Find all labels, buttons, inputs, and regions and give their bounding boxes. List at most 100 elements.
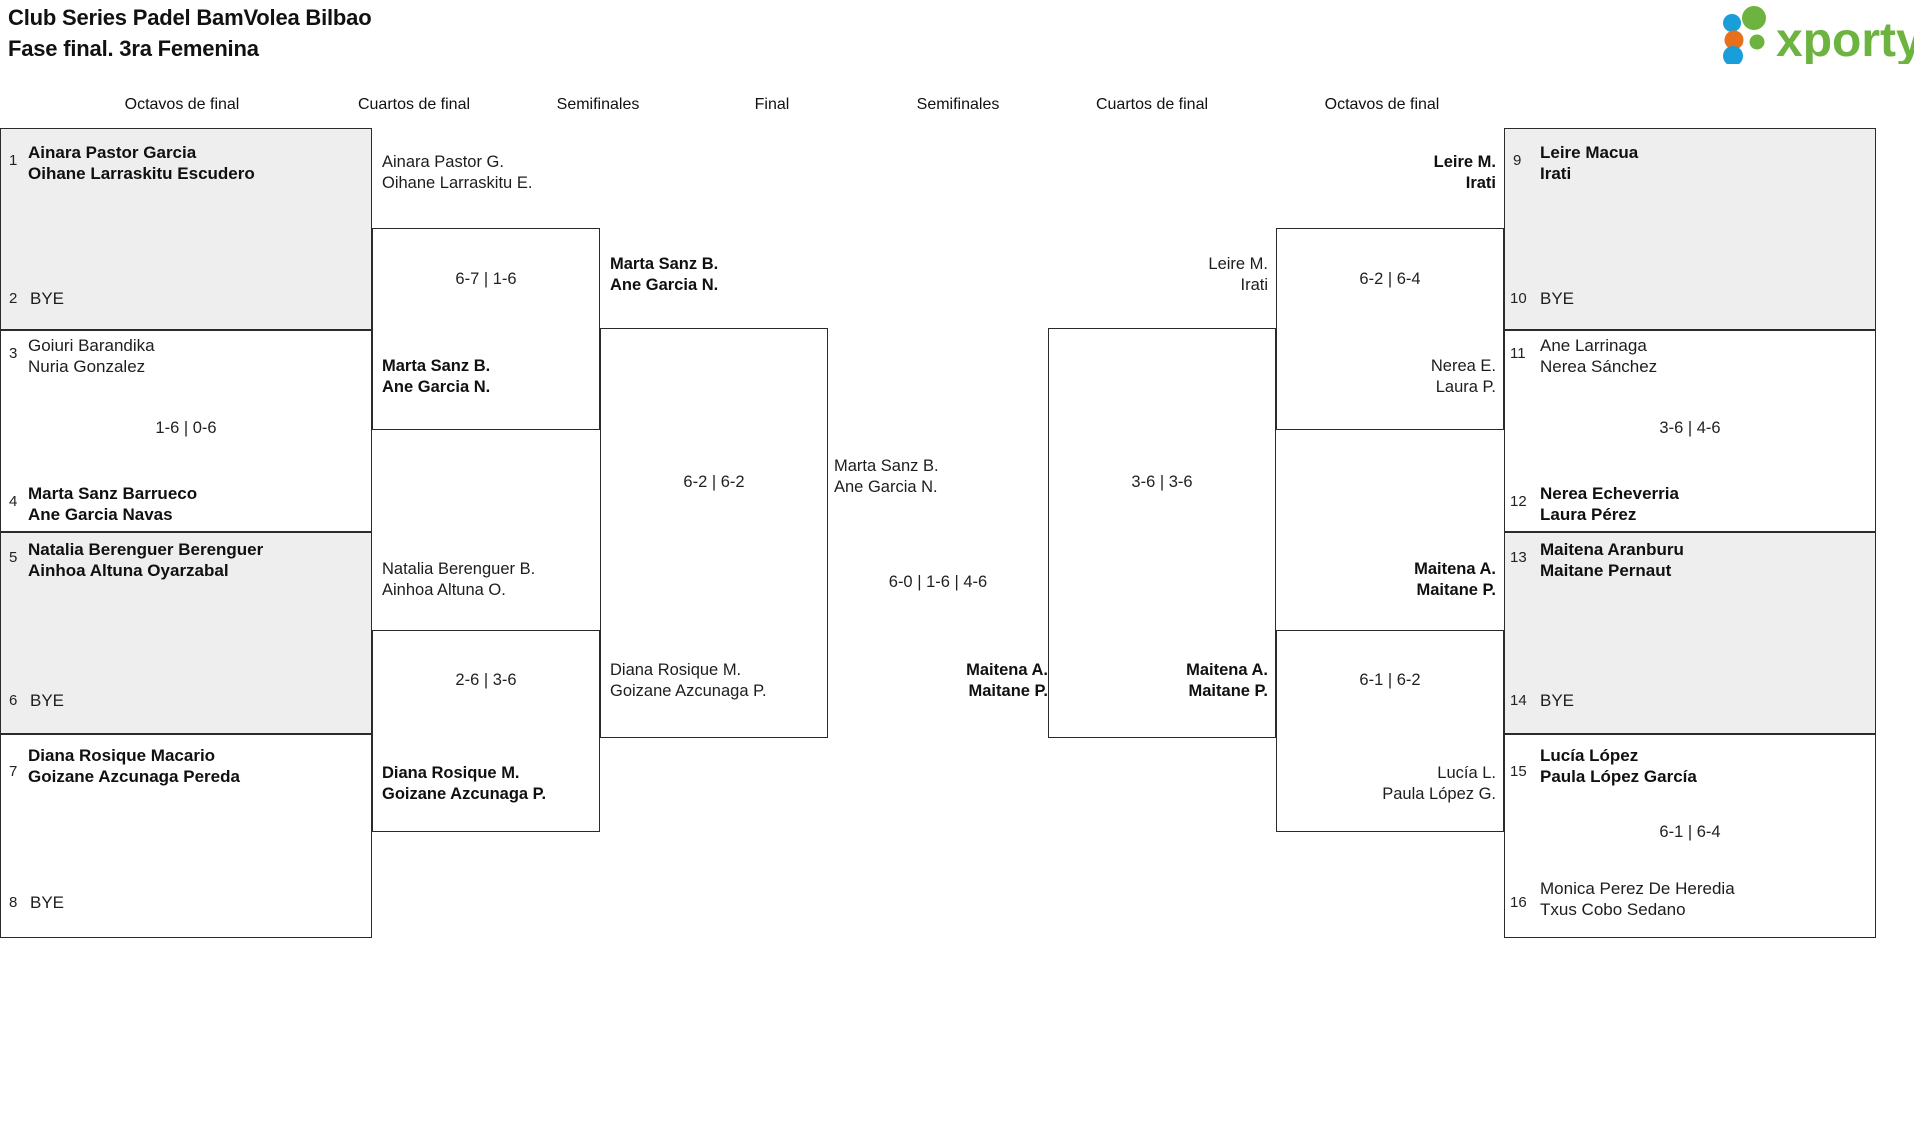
seed-number: 8 — [9, 894, 18, 911]
team-line-2: Ane Garcia Navas — [28, 505, 173, 525]
team-line-1: Marta Sanz Barrueco — [28, 484, 198, 503]
page-subtitle: Fase final. 3ra Femenina — [8, 36, 259, 61]
seed-number: 12 — [1510, 493, 1527, 510]
team-line-2: Paula López G. — [1382, 784, 1496, 803]
round-header-final: Final — [754, 96, 790, 113]
seed-number: 11 — [1510, 345, 1526, 362]
team-line-2: Ane Garcia N. — [382, 377, 491, 396]
team-line-2: Maitane P. — [1416, 580, 1496, 599]
team-line-1: Leire M. — [1208, 255, 1268, 273]
team-right-r16-14: BYE — [1540, 690, 1574, 711]
team-line-2: Oihane Larraskitu E. — [382, 173, 533, 192]
team-line-2: Ane Garcia N. — [610, 275, 719, 294]
match-box-left-r16-4[interactable] — [0, 734, 372, 938]
match-box-left-sf[interactable] — [600, 328, 828, 738]
match-box-left-qf-1[interactable] — [372, 228, 600, 430]
team-line-1: Ane Larrinaga — [1540, 336, 1647, 355]
seed-number: 10 — [1510, 290, 1527, 307]
round-header-left-r16: Octavos de final — [124, 96, 240, 113]
team-line-2: Maitane P. — [968, 681, 1048, 700]
team-right-qf-2-top: Maitena A. Maitane P. — [1284, 559, 1496, 601]
team-line-2: Nerea Sánchez — [1540, 357, 1658, 377]
team-line-2: Ane Garcia N. — [834, 477, 938, 496]
team-line-1: Nerea E. — [1430, 357, 1496, 375]
team-right-sf-bot: Maitena A. Maitane P. — [1056, 660, 1268, 702]
score-right-r16-4: 6-1 | 6-4 — [1659, 823, 1721, 841]
team-line-2: Laura Pérez — [1540, 505, 1637, 525]
team-line-1: Natalia Berenguer B. — [382, 560, 536, 578]
team-line-1: Monica Perez De Heredia — [1540, 879, 1735, 898]
team-line-1: Leire M. — [1433, 153, 1496, 171]
seed-number: 2 — [9, 290, 18, 307]
score-left-r16-2: 1-6 | 0-6 — [155, 419, 217, 437]
seed-number: 7 — [9, 763, 18, 780]
team-line-1: BYE — [30, 691, 65, 710]
team-line-1: Natalia Berenguer Berenguer — [28, 540, 264, 559]
score-left-qf-2: 2-6 | 3-6 — [455, 671, 517, 689]
team-line-2: Nuria Gonzalez — [28, 357, 146, 377]
team-right-r16-13: Maitena Aranburu Maitane Pernaut — [1540, 539, 1684, 582]
match-box-right-r16-2[interactable] — [1504, 330, 1876, 532]
team-left-r16-5: Natalia Berenguer Berenguer Ainhoa Altun… — [28, 539, 263, 582]
team-line-1: Diana Rosique M. — [610, 661, 742, 679]
team-line-1: BYE — [1540, 691, 1575, 710]
match-box-right-qf-2[interactable] — [1276, 630, 1504, 832]
seed-number: 9 — [1513, 152, 1522, 169]
seed-number: 4 — [9, 493, 18, 510]
team-left-r16-4: Marta Sanz Barrueco Ane Garcia Navas — [28, 483, 197, 526]
round-header-left-sf: Semifinales — [556, 96, 640, 113]
match-box-left-qf-2[interactable] — [372, 630, 600, 832]
team-line-1: Nerea Echeverria — [1540, 484, 1679, 503]
team-line-2: Goizane Azcunaga Pereda — [28, 767, 240, 787]
team-line-1: Ainara Pastor Garcia — [28, 143, 197, 162]
team-line-2: Txus Cobo Sedano — [1540, 900, 1686, 920]
team-right-sf-top: Leire M. Irati — [1056, 254, 1268, 296]
match-box-left-r16-2[interactable] — [0, 330, 372, 532]
round-header-right-r16: Octavos de final — [1324, 96, 1440, 113]
team-line-1: Maitena A. — [1414, 560, 1496, 578]
team-line-1: Leire Macua — [1540, 143, 1639, 162]
team-final-top: Marta Sanz B. Ane Garcia N. — [834, 456, 939, 498]
team-line-1: Diana Rosique M. — [382, 764, 520, 782]
score-right-qf-1: 6-2 | 6-4 — [1359, 270, 1421, 288]
team-final-bot: Maitena A. Maitane P. — [828, 660, 1048, 702]
match-box-right-sf[interactable] — [1048, 328, 1276, 738]
match-box-left-r16-3[interactable] — [0, 532, 372, 734]
seed-number: 3 — [9, 345, 18, 362]
team-line-2: Maitane Pernaut — [1540, 561, 1672, 581]
match-box-right-r16-4[interactable] — [1504, 734, 1876, 938]
team-left-r16-6: BYE — [30, 690, 64, 711]
score-left-qf-1: 6-7 | 1-6 — [455, 270, 517, 288]
team-line-2: Maitane P. — [1188, 681, 1268, 700]
match-box-right-qf-1[interactable] — [1276, 228, 1504, 430]
svg-text:xporty: xporty — [1776, 14, 1914, 64]
team-left-qf-2-bot: Diana Rosique M. Goizane Azcunaga P. — [382, 763, 546, 805]
team-right-qf-1-bot: Nerea E. Laura P. — [1284, 356, 1496, 398]
match-box-right-r16-3[interactable] — [1504, 532, 1876, 734]
team-left-r16-2: BYE — [30, 288, 64, 309]
team-left-qf-2-top: Natalia Berenguer B. Ainhoa Altuna O. — [382, 559, 535, 601]
team-line-1: BYE — [1540, 289, 1575, 308]
match-box-right-r16-1[interactable] — [1504, 128, 1876, 330]
team-left-r16-7: Diana Rosique Macario Goizane Azcunaga P… — [28, 745, 240, 788]
team-right-r16-11: Ane Larrinaga Nerea Sánchez — [1540, 335, 1657, 378]
round-header-left-qf: Cuartos de final — [357, 96, 471, 113]
team-left-r16-1: Ainara Pastor Garcia Oihane Larraskitu E… — [28, 142, 255, 185]
team-line-1: BYE — [30, 289, 65, 308]
seed-number: 5 — [9, 549, 18, 566]
team-line-1: Lucía L. — [1437, 764, 1496, 782]
team-line-1: BYE — [30, 893, 65, 912]
team-right-r16-16: Monica Perez De Heredia Txus Cobo Sedano — [1540, 878, 1735, 921]
seed-number: 16 — [1510, 894, 1527, 911]
match-box-left-r16-1[interactable] — [0, 128, 372, 330]
round-header-right-sf: Semifinales — [916, 96, 1000, 113]
team-line-2: Laura P. — [1435, 377, 1496, 396]
score-right-sf: 3-6 | 3-6 — [1131, 473, 1193, 491]
team-line-1: Diana Rosique Macario — [28, 746, 216, 765]
team-line-2: Oihane Larraskitu Escudero — [28, 164, 255, 184]
seed-number: 14 — [1510, 692, 1527, 709]
page-title: Club Series Padel BamVolea Bilbao — [8, 5, 372, 30]
team-line-2: Irati — [1465, 173, 1496, 192]
team-line-2: Goizane Azcunaga P. — [382, 784, 547, 803]
